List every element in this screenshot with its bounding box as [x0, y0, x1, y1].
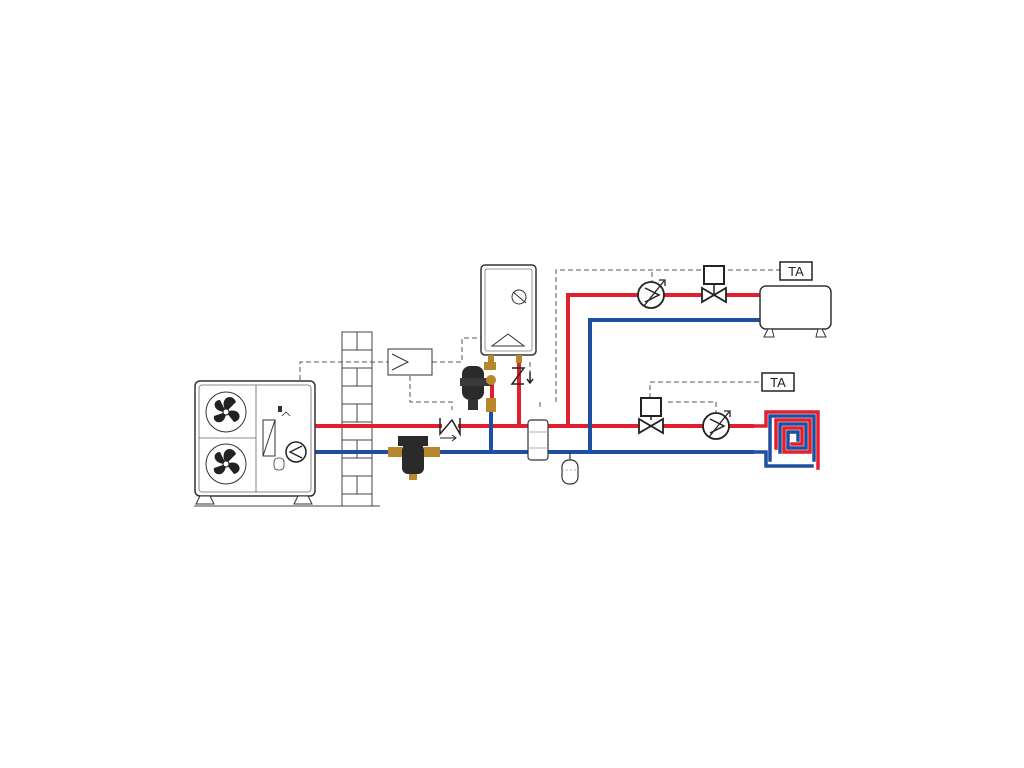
circulator-pump-icon — [702, 410, 731, 440]
underfloor-heating-icon — [750, 410, 820, 470]
fan-icon — [205, 391, 247, 433]
thermostat-icon: TA — [761, 372, 795, 392]
dirt-separator-icon — [388, 436, 440, 480]
return-pipes — [254, 318, 762, 454]
circulator-pump-icon — [285, 441, 307, 463]
dirt-separator-icon — [460, 362, 496, 412]
controller-icon — [387, 348, 433, 376]
thermostat-label: TA — [788, 264, 804, 279]
check-valve-icon — [439, 418, 461, 442]
wall-icon — [341, 331, 380, 507]
thermostat-icon: TA — [779, 261, 813, 281]
heat-exchanger-icon — [262, 406, 291, 471]
zone-valve-symbol — [510, 367, 534, 385]
motorized-valve-icon — [701, 265, 727, 304]
expansion-vessel-icon — [561, 452, 579, 485]
thermostat-label: TA — [770, 375, 786, 390]
hydraulic-separator-icon — [527, 419, 549, 461]
fan-icon — [205, 443, 247, 485]
circulator-pump-icon — [637, 279, 666, 309]
boiler-icon — [480, 264, 537, 363]
fan-coil-icon — [759, 285, 832, 338]
motorized-valve-icon — [638, 397, 664, 435]
